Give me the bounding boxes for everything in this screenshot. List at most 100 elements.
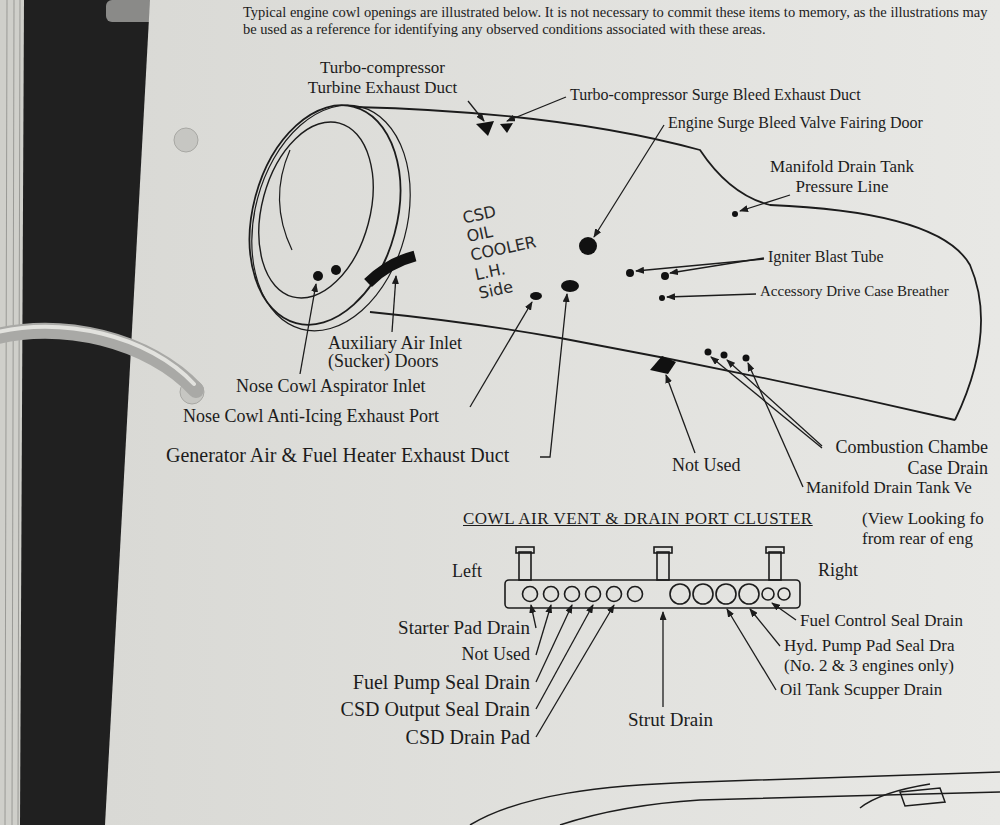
leader-line — [300, 284, 316, 374]
leader-line — [536, 605, 572, 682]
leader-line — [667, 294, 756, 297]
view-note: (View Looking fo from rear of eng — [862, 509, 990, 548]
port-label: Not Used — [462, 644, 531, 665]
binder-ring-highlight — [0, 327, 194, 384]
aircraft-outline — [560, 792, 1000, 825]
nose-cowl-outer — [226, 88, 423, 342]
leader-line — [536, 605, 551, 655]
drain-port-circle — [778, 588, 790, 600]
part-label: Turbo-compressor Surge Bleed Exhaust Duc… — [570, 86, 861, 104]
drain-port-circle — [586, 587, 601, 602]
aspirator-inlet — [331, 265, 341, 275]
side-label: Right — [818, 560, 858, 581]
binder-clip — [106, 0, 156, 22]
drain-port — [650, 356, 676, 374]
part-label: Auxiliary Air Inlet (Sucker) Doors — [328, 334, 493, 370]
surge-bleed-door — [579, 237, 597, 255]
drain-port — [705, 349, 712, 356]
drain-port-circle — [716, 584, 736, 604]
mount-post-cap — [766, 547, 784, 553]
page-edge — [12, 0, 14, 825]
part-label: Turbo-compressor Turbine Exhaust Duct — [300, 58, 465, 97]
aspirator-inlet — [313, 271, 323, 281]
mount-post-cap — [516, 547, 534, 553]
drain-port-circle — [607, 587, 622, 602]
breather-port — [659, 295, 665, 301]
leader-line — [750, 609, 780, 646]
part-label: Accessory Drive Case Breather — [760, 283, 949, 300]
drain-port-circle — [762, 588, 774, 600]
surge-bleed-duct — [500, 123, 513, 133]
drain-port-circle — [523, 587, 538, 602]
cowl-outline — [354, 107, 981, 420]
generator-exhaust-duct — [561, 280, 579, 292]
part-label: Manifold Drain Tank Ve — [806, 478, 972, 498]
drain-port-circle — [739, 584, 759, 604]
aircraft-window — [900, 788, 945, 806]
drain-port — [743, 355, 750, 362]
part-label: Generator Air & Fuel Heater Exhaust Duct — [166, 444, 509, 467]
leader-line — [536, 605, 593, 709]
mount-post-cap — [654, 547, 672, 553]
drain-port-circle — [693, 584, 713, 604]
drain-port-circle — [670, 584, 690, 604]
paper-page — [105, 0, 1000, 825]
intake-detail — [279, 150, 292, 250]
pressure-line-port — [732, 211, 738, 217]
drain-port-circle — [544, 587, 559, 602]
turbine-exhaust-duct — [476, 121, 494, 136]
leader-line — [531, 605, 536, 628]
leader-line — [727, 609, 776, 690]
igniter-port — [661, 272, 669, 280]
leader-line — [662, 612, 663, 707]
drain-port-circle — [565, 587, 580, 602]
leader-line — [507, 97, 566, 121]
leader-line — [536, 605, 614, 737]
port-label: Strut Drain — [628, 709, 713, 731]
leader-line — [540, 294, 567, 457]
part-label: Manifold Drain Tank Pressure Line — [752, 157, 932, 196]
mount-post — [519, 552, 531, 580]
drain-port — [721, 352, 728, 359]
part-label: Combustion Chambe Case Drain — [826, 437, 988, 478]
leader-line — [636, 259, 764, 271]
leader-line — [772, 603, 796, 620]
mount-post — [769, 552, 781, 580]
leader-line — [666, 375, 695, 453]
page-edge — [18, 0, 20, 825]
anti-icing-port — [530, 292, 542, 300]
port-cluster-plate — [505, 580, 800, 608]
port-label: CSD Output Seal Drain — [341, 698, 530, 721]
page-edge — [5, 0, 7, 825]
aircraft-outline — [470, 772, 1000, 825]
port-label: Starter Pad Drain — [398, 617, 530, 639]
igniter-port — [626, 269, 634, 277]
leader-line — [748, 363, 803, 487]
auxiliary-door-band — [368, 256, 415, 283]
nose-cowl-lip — [228, 87, 434, 349]
part-label: Nose Cowl Anti-Icing Exhaust Port — [183, 406, 439, 427]
handwritten-note: CSD OIL COOLER L.H. Side — [461, 193, 554, 302]
part-label: Igniter Blast Tube — [768, 248, 884, 266]
part-label: Nose Cowl Aspirator Inlet — [236, 376, 425, 397]
leader-line — [727, 360, 822, 446]
leader-line — [470, 302, 532, 407]
mount-post — [657, 552, 669, 580]
port-label: Hyd. Pump Pad Seal Dra (No. 2 & 3 engine… — [784, 636, 969, 675]
part-label: Not Used — [672, 455, 741, 476]
cluster-heading: COWL AIR VENT & DRAIN PORT CLUSTER — [463, 509, 813, 529]
punch-hole — [174, 128, 198, 152]
port-label: Fuel Pump Seal Drain — [353, 671, 530, 694]
cowl-outline — [370, 312, 955, 420]
part-label: Engine Surge Bleed Valve Fairing Door — [668, 114, 923, 132]
port-label: Fuel Control Seal Drain — [800, 611, 963, 631]
port-label: CSD Drain Pad — [406, 726, 530, 749]
leader-line — [711, 357, 822, 448]
leader-line — [392, 276, 396, 332]
leader-line — [594, 125, 664, 237]
leader-line — [740, 195, 790, 211]
drain-port-circle — [628, 587, 643, 602]
side-label: Left — [452, 561, 482, 582]
leader-line — [468, 101, 484, 121]
